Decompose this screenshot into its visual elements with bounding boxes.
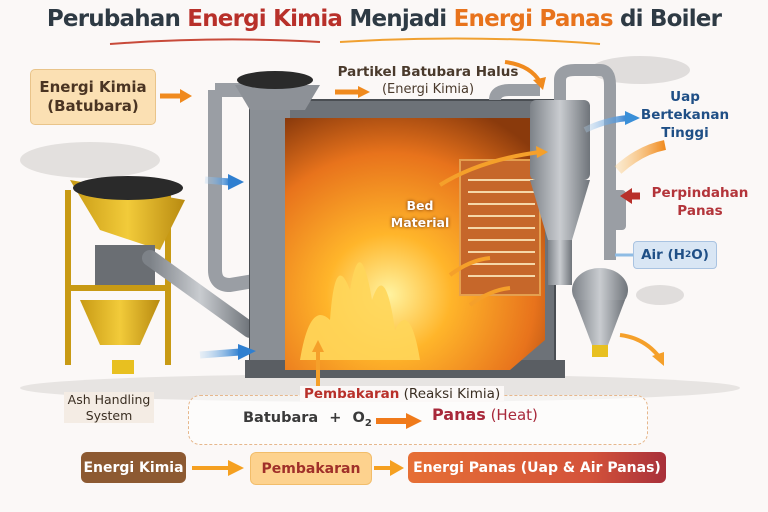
title-text-1: Perubahan <box>46 6 188 32</box>
coal-pile-top <box>237 71 313 89</box>
flames <box>300 262 420 360</box>
perpindahan-label: Perpindahan Panas <box>650 184 750 220</box>
reaction-title: Pembakaran (Reaksi Kimia) <box>300 386 505 402</box>
ash-handling-label: Ash Handling System <box>64 392 154 424</box>
arrow-gas-2 <box>468 286 511 307</box>
heat-glow-arrow <box>614 140 667 174</box>
uap-line2: Tinggi <box>661 125 709 142</box>
smoke-left <box>20 142 160 178</box>
uap-line1: Uap Bertekanan <box>640 89 730 124</box>
flow-step-pembakaran: Pembakaran <box>250 452 372 485</box>
ash-line1: Ash Handling <box>67 392 151 407</box>
flow-step-energi-kimia: Energi Kimia <box>81 452 186 483</box>
reaction-reactants: Batubara + O2 <box>243 410 372 429</box>
title-text-2: Menjadi <box>342 6 454 32</box>
energi-kimia-line1: Energi Kimia <box>39 78 147 97</box>
arrow-gas-1 <box>448 256 491 277</box>
reaction-arrow-icon <box>376 413 422 429</box>
arrow-air-in-top <box>204 176 231 186</box>
reaction-title-highlight: Pembakaran <box>304 386 400 402</box>
coal-hopper-top <box>235 85 320 110</box>
plus-sign: + <box>329 410 342 426</box>
partikel-label: Partikel Batubara Halus (Energi Kimia) <box>318 63 538 99</box>
perpindahan-line2: Panas <box>677 203 723 220</box>
energi-kimia-box: Energi Kimia (Batubara) <box>30 69 156 125</box>
left-vertical-pipe <box>208 90 262 293</box>
bed-line2: Material <box>390 214 450 230</box>
energi-kimia-line2: (Batubara) <box>47 97 139 115</box>
air-sub: 2 <box>684 250 692 260</box>
arrow-air-in-bottom <box>199 348 241 359</box>
air-suffix: O) <box>691 247 709 263</box>
arrow-ash-out <box>619 333 662 360</box>
air-prefix: Air (H <box>641 247 685 263</box>
arrow-hot-gas-up <box>438 150 541 187</box>
partikel-line2: (Energi Kimia) <box>381 82 475 98</box>
title-highlight-energi-panas: Energi Panas <box>453 6 614 32</box>
reactant-oxygen-sub: 2 <box>364 417 372 429</box>
reactant-batubara: Batubara <box>243 410 319 426</box>
flow-step-energi-panas: Energi Panas (Uap & Air Panas) <box>408 452 666 483</box>
page-title: Perubahan Energi Kimia Menjadi Energi Pa… <box>0 6 768 32</box>
reaction-title-rest: (Reaksi Kimia) <box>399 386 501 402</box>
flow-arrow-icon-1 <box>192 460 244 476</box>
coal-pile-left <box>73 176 183 200</box>
heat-transfer-flange <box>612 190 626 230</box>
title-text-3: di Boiler <box>612 6 722 32</box>
product-panas: Panas <box>432 405 486 424</box>
bed-line1: Bed <box>406 198 434 213</box>
title-underline <box>109 37 601 45</box>
uap-label: Uap Bertekanan Tinggi <box>625 88 745 143</box>
reaction-product: Panas (Heat) <box>432 405 538 424</box>
cyclone-separator <box>489 64 628 357</box>
boiler-body <box>235 71 565 378</box>
flow-arrow-icon-2 <box>374 460 404 476</box>
smoke-lower-right <box>636 285 684 305</box>
perpindahan-line1: Perpindahan <box>651 185 749 201</box>
ash-line2: System <box>85 407 133 423</box>
partikel-line1: Partikel Batubara Halus <box>337 64 519 80</box>
arrow-steam-out <box>583 115 629 133</box>
product-heat-note: (Heat) <box>485 406 538 424</box>
title-highlight-energi-kimia: Energi Kimia <box>187 6 343 32</box>
reactant-oxygen: O <box>352 410 365 426</box>
heat-exchanger-tubes <box>468 179 535 277</box>
bed-material-label: Bed Material <box>380 198 460 232</box>
feed-pipe <box>142 250 258 338</box>
